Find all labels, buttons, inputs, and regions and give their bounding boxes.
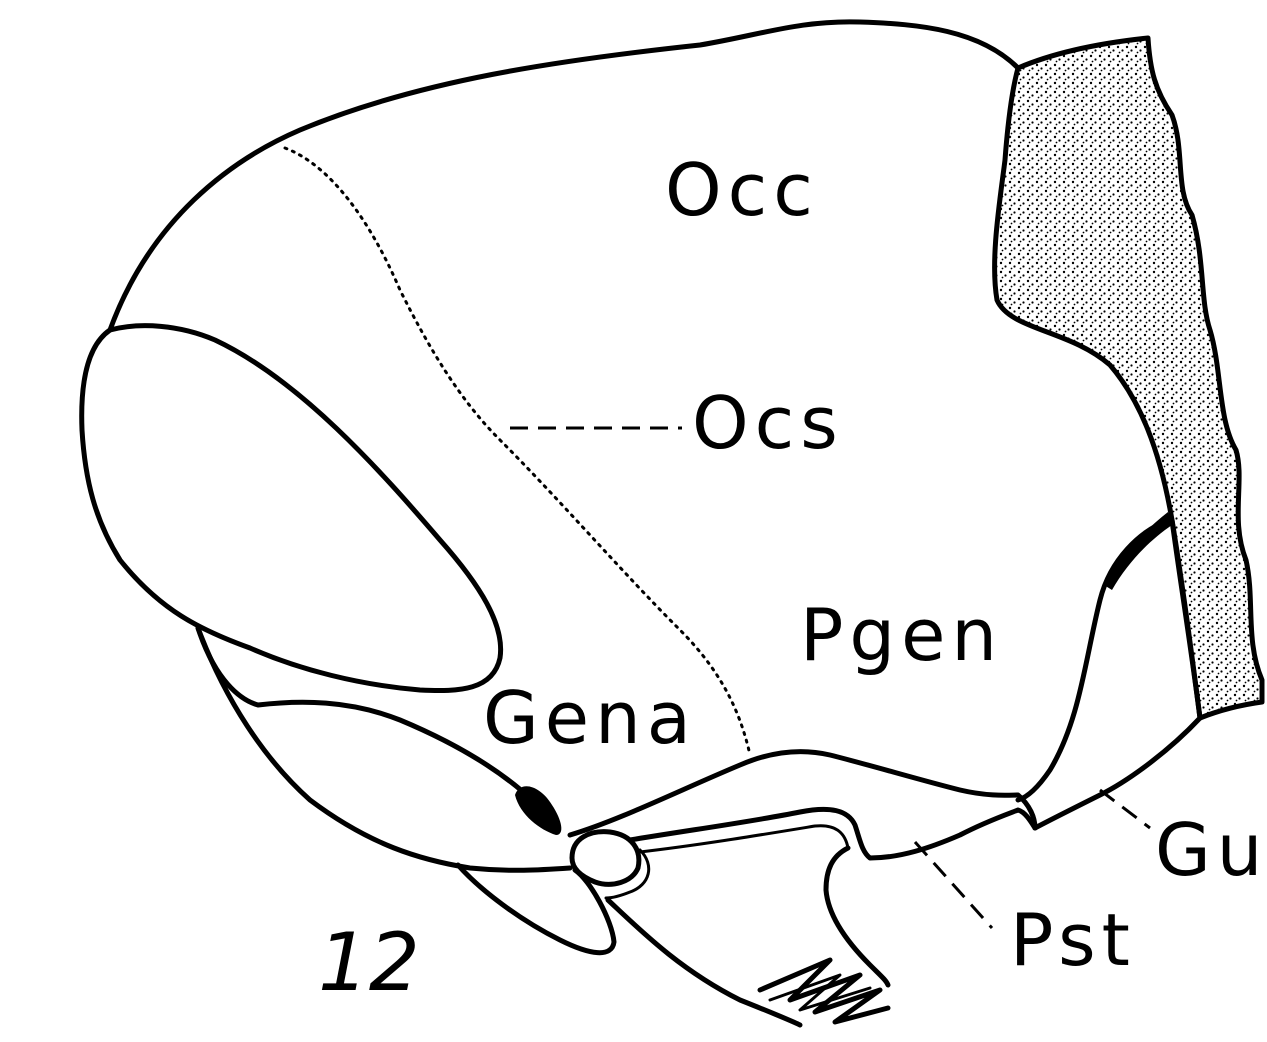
postgenal-ridge-thickened xyxy=(1104,512,1172,590)
occipital-suture xyxy=(285,148,750,755)
hypostoma-inner-edge xyxy=(640,826,848,852)
label-gu: Gu xyxy=(1155,808,1267,892)
figure-number: 12 xyxy=(318,916,420,1009)
label-occ: Occ xyxy=(665,148,819,232)
label-ocs: Ocs xyxy=(692,381,844,465)
label-gena: Gena xyxy=(483,676,697,760)
mouthpart-lower-structure xyxy=(608,848,888,1025)
hypostoma-upper-edge xyxy=(630,809,1035,858)
head-capsule-outline xyxy=(110,22,1018,330)
gu-leader-line xyxy=(1100,790,1150,828)
postgenal-ridge xyxy=(1018,520,1170,800)
pst-leader-line xyxy=(915,842,992,928)
occipital-foramen-stippled-region xyxy=(995,38,1262,718)
label-pst: Pst xyxy=(1010,898,1136,982)
condyle-rim xyxy=(606,850,649,898)
genal-ventral-margin xyxy=(570,752,1035,835)
label-pgen: Pgen xyxy=(800,593,1003,677)
compound-eye-outline xyxy=(82,326,501,691)
mandible-articulation-mark xyxy=(515,786,561,835)
mouthpart-teeth xyxy=(760,960,888,1022)
